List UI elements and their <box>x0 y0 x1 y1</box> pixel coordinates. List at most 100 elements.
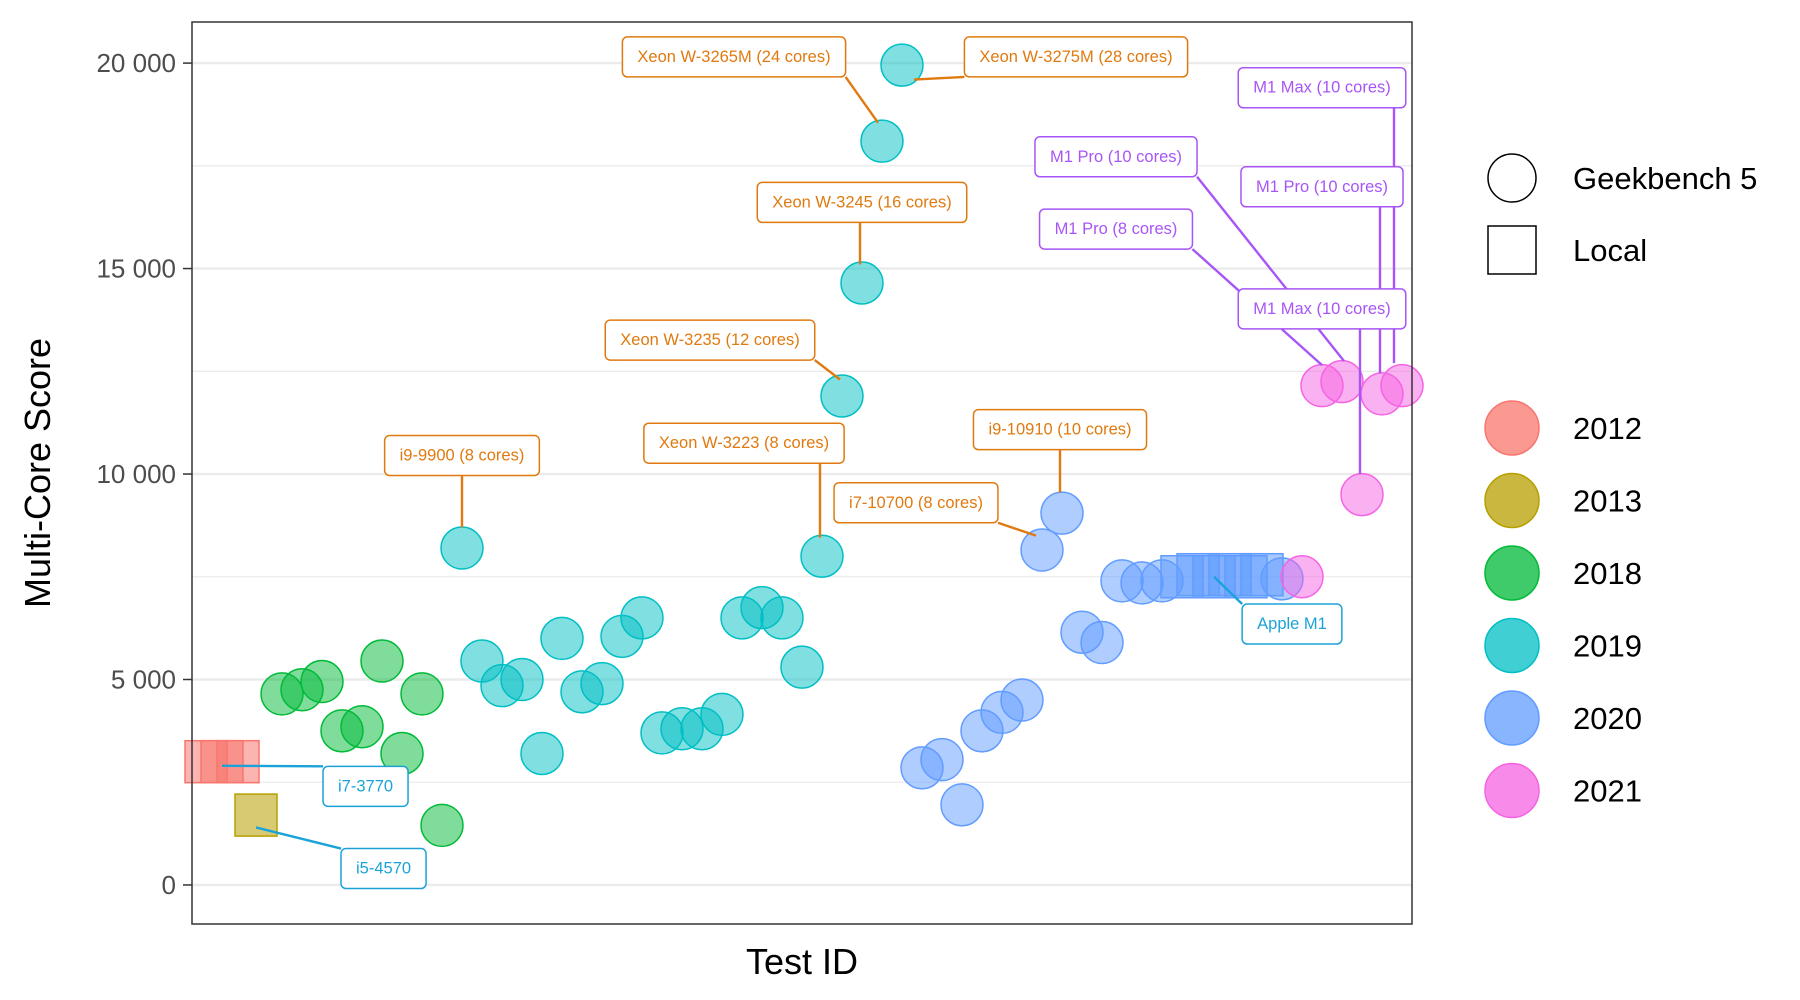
legend-key-square <box>1487 225 1537 275</box>
point-geekbench-2021 <box>1280 555 1324 599</box>
legend-shape: Geekbench 5 Local <box>1487 153 1757 275</box>
annotation-box <box>1034 136 1198 178</box>
point-geekbench-2021 <box>1320 359 1364 404</box>
annotation-box <box>1241 603 1343 645</box>
point-geekbench-2019 <box>540 616 584 661</box>
annotation-label: Xeon W-3265M (24 cores) <box>621 36 879 124</box>
annotation-box <box>604 319 816 361</box>
annotation-box <box>963 36 1189 78</box>
point-geekbench-2021 <box>1380 363 1424 408</box>
annotation-text: M1 Max (10 cores) <box>1253 79 1391 97</box>
point-geekbench-2020 <box>1020 528 1064 572</box>
annotation-box <box>621 36 847 78</box>
annotation-box <box>833 482 999 524</box>
point-geekbench-2019 <box>440 526 484 570</box>
legend-key-year <box>1484 617 1540 674</box>
point-geekbench-2019 <box>620 596 664 640</box>
point-geekbench-2018 <box>340 705 384 749</box>
annotation-label: Xeon W-3275M (28 cores) <box>913 36 1189 81</box>
annotation-label: i7-3770 <box>221 764 409 808</box>
legend-key-year <box>1484 545 1540 601</box>
legend-label: 2012 <box>1573 411 1642 446</box>
legend-item-square: Local <box>1487 225 1647 275</box>
point-geekbench-2019 <box>820 374 864 418</box>
annotation-text: M1 Pro (10 cores) <box>1050 148 1182 166</box>
y-tick-label: 15 000 <box>96 254 176 284</box>
annotation-text: Xeon W-3275M (28 cores) <box>979 48 1172 66</box>
legend-key-year <box>1484 472 1540 529</box>
point-geekbench-2021 <box>1340 472 1384 517</box>
point-geekbench-2020 <box>1000 678 1044 722</box>
annotation-box <box>643 422 845 464</box>
legend-item-year: 2018 <box>1484 545 1642 601</box>
annotation-text: Xeon W-3265M (24 cores) <box>637 48 830 66</box>
annotation-text: i9-9900 (8 cores) <box>400 447 525 465</box>
annotation-box <box>972 408 1148 451</box>
annotation-box <box>322 765 409 808</box>
annotation-label: i7-10700 (8 cores) <box>833 482 1037 537</box>
point-geekbench-2020 <box>940 783 984 827</box>
point-geekbench-2020 <box>920 737 964 782</box>
leader-line <box>221 764 324 768</box>
annotation-label: M1 Pro (8 cores) <box>1038 208 1323 367</box>
annotation-text: i7-3770 <box>338 777 393 795</box>
annotations: i7-3770 i5-4570 i9-9900 (8 cores) Xeon W-32… <box>221 36 1407 890</box>
annotation-box <box>1237 66 1407 109</box>
point-geekbench-2019 <box>840 261 884 305</box>
legend-item-year: 2020 <box>1484 690 1642 746</box>
legend-label: 2019 <box>1573 629 1642 664</box>
legend-item-circle: Geekbench 5 <box>1487 153 1757 203</box>
annotation-label: M1 Max (10 cores) <box>1237 288 1407 475</box>
legend-label: 2021 <box>1573 774 1642 809</box>
point-geekbench-2020 <box>1040 491 1084 535</box>
annotation-box <box>1038 208 1194 250</box>
annotation-label: M1 Pro (10 cores) <box>1240 166 1404 374</box>
annotation-text: Xeon W-3235 (12 cores) <box>620 331 799 349</box>
y-tick-label: 5 000 <box>111 664 176 694</box>
annotation-label: Apple M1 <box>1213 575 1343 645</box>
legend-key-year <box>1484 762 1540 819</box>
point-geekbench-2018 <box>400 672 444 716</box>
y-axis-title: Multi-Core Score <box>17 338 58 608</box>
point-geekbench-2019 <box>880 43 924 87</box>
point-geekbench-2019 <box>580 661 624 706</box>
annotation-label: i9-10910 (10 cores) <box>972 408 1148 493</box>
annotation-label: Xeon W-3235 (12 cores) <box>604 319 841 381</box>
annotation-box <box>1237 288 1407 330</box>
point-geekbench-2019 <box>780 645 824 689</box>
legend-item-year: 2012 <box>1484 400 1642 456</box>
point-geekbench-2019 <box>520 731 564 776</box>
point-geekbench-2019 <box>760 596 804 640</box>
point-local-2013 <box>234 793 278 837</box>
point-geekbench-2019 <box>700 692 744 737</box>
legend-year: 2012 2013 2018 2019 2020 2021 <box>1484 400 1642 819</box>
leader-line <box>255 826 342 850</box>
annotation-label: i9-9900 (8 cores) <box>383 434 541 528</box>
legend-item-year: 2013 <box>1484 472 1642 529</box>
x-axis-title: Test ID <box>746 941 858 982</box>
legend-label: 2018 <box>1573 556 1642 591</box>
annotation-label: i5-4570 <box>255 826 427 890</box>
annotation-label: M1 Max (10 cores) <box>1237 66 1407 364</box>
annotation-box <box>1240 166 1404 208</box>
legend-item-year: 2019 <box>1484 617 1642 674</box>
plot-panel-border <box>191 21 1413 925</box>
annotation-box <box>756 181 968 224</box>
annotation-text: M1 Pro (10 cores) <box>1256 178 1388 196</box>
point-geekbench-2018 <box>360 639 404 683</box>
annotation-text: i9-10910 (10 cores) <box>988 421 1131 439</box>
leader-line <box>1196 176 1345 362</box>
annotation-box <box>383 434 541 477</box>
legend-key-year <box>1484 400 1540 456</box>
annotation-text: i7-10700 (8 cores) <box>849 494 983 512</box>
annotation-text: i5-4570 <box>356 860 411 878</box>
annotation-text: M1 Pro (8 cores) <box>1055 220 1178 238</box>
annotation-text: M1 Max (10 cores) <box>1253 300 1391 318</box>
leader-line <box>844 76 879 124</box>
legend-key-circle <box>1487 153 1537 203</box>
annotation-text: Xeon W-3223 (8 cores) <box>659 434 829 452</box>
leader-line <box>814 359 841 381</box>
point-geekbench-2019 <box>860 119 904 163</box>
